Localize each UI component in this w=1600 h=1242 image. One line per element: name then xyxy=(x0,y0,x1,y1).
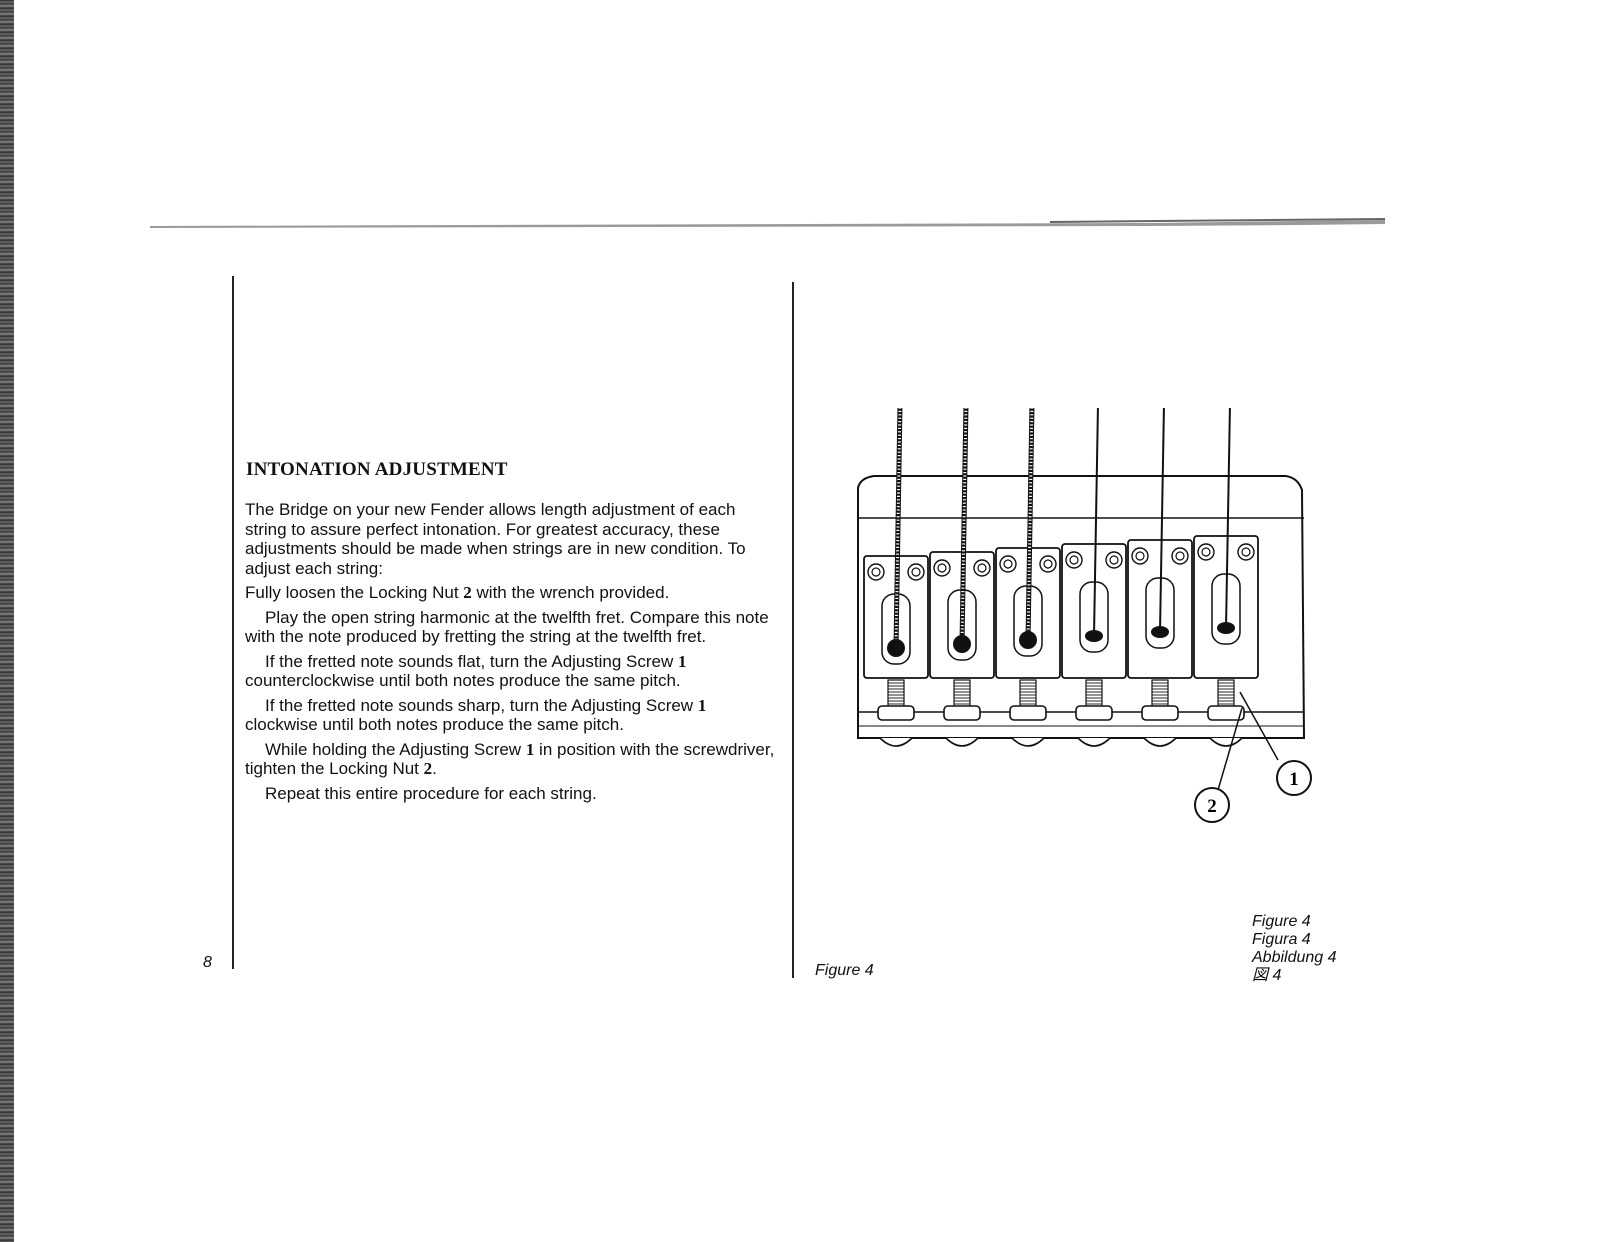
locking-nut xyxy=(1207,705,1245,721)
figure-caption-list: Figure 4 Figura 4 Abbildung 4 図 4 xyxy=(1252,913,1337,985)
callout-2-leader xyxy=(1217,707,1243,791)
paragraph: Play the open string harmonic at the twe… xyxy=(245,608,775,647)
text-run: Repeat this entire procedure for each st… xyxy=(265,783,597,803)
height-screw-icon xyxy=(1197,543,1215,561)
scan-edge xyxy=(0,0,14,1242)
guitar-string xyxy=(1159,403,1165,633)
callout-1-label: 1 xyxy=(1289,769,1299,790)
height-screw-icon xyxy=(1039,555,1057,573)
text-run: Fully loosen the Locking Nut xyxy=(245,583,464,602)
text-run: clockwise until both notes produce the s… xyxy=(245,715,624,734)
locking-nut xyxy=(877,705,915,721)
height-screw-icon xyxy=(1237,543,1255,561)
height-screw-icon xyxy=(973,559,991,577)
height-screw-icon xyxy=(999,555,1017,573)
callout-1-circle xyxy=(1276,760,1312,796)
bridge-plate xyxy=(857,475,1306,739)
string-ball-end-icon xyxy=(1019,631,1037,649)
caption-english: Figure 4 xyxy=(1252,913,1311,930)
text-run: While holding the Adjusting Screw xyxy=(265,739,526,759)
text-run: If the fretted note sounds sharp, turn t… xyxy=(265,695,698,715)
screw-head xyxy=(1077,737,1111,747)
page-number: 8 xyxy=(203,954,212,971)
screw-head xyxy=(1011,737,1045,747)
text-run: If the fretted note sounds flat, turn th… xyxy=(265,651,678,671)
page-fold-line xyxy=(150,218,1385,228)
string-ball-end-icon xyxy=(1217,622,1235,634)
guitar-string xyxy=(1093,403,1099,637)
part-number: 1 xyxy=(697,695,707,715)
height-screw-icon xyxy=(1105,551,1123,569)
text-run: . xyxy=(432,759,437,778)
locking-nut xyxy=(1075,705,1113,721)
text-run: with the wrench provided. xyxy=(471,583,670,602)
height-screw-icon xyxy=(933,559,951,577)
screw-head xyxy=(879,737,913,747)
callout-1-leader xyxy=(1239,691,1279,761)
locking-nut xyxy=(943,705,981,721)
caption-japanese: 図 4 xyxy=(1252,967,1282,984)
string-ball-end-icon xyxy=(1151,626,1169,638)
bridge-diagram: 1 2 xyxy=(857,403,1312,823)
screw-head xyxy=(945,737,979,747)
string-ball-end-icon xyxy=(887,639,905,657)
text-run: counterclockwise until both notes produc… xyxy=(245,671,681,690)
part-number: 2 xyxy=(423,759,433,778)
part-number: 1 xyxy=(677,651,687,671)
part-number: 2 xyxy=(463,583,472,602)
guitar-string xyxy=(893,403,903,649)
locking-nut xyxy=(1141,705,1179,721)
saddle-group xyxy=(863,403,1259,747)
caption-spanish: Figura 4 xyxy=(1252,931,1311,948)
text-run: The Bridge on your new Fender allows len… xyxy=(245,500,746,578)
column-divider-right xyxy=(792,282,794,978)
height-screw-icon xyxy=(1131,547,1149,565)
figure-4: 1 2 xyxy=(846,403,1326,843)
paragraph: If the fretted note sounds flat, turn th… xyxy=(245,652,775,691)
caption-german: Abbildung 4 xyxy=(1252,949,1337,966)
string-ball-end-icon xyxy=(953,635,971,653)
screw-head xyxy=(1209,737,1243,747)
height-screw-icon xyxy=(1065,551,1083,569)
string-ball-end-icon xyxy=(1085,630,1103,642)
height-screw-icon xyxy=(907,563,925,581)
column-divider-left xyxy=(232,276,234,969)
guitar-string xyxy=(1225,403,1231,629)
instructions-text: The Bridge on your new Fender allows len… xyxy=(245,500,775,803)
callout-2-label: 2 xyxy=(1207,796,1217,817)
paragraph: While holding the Adjusting Screw 1 in p… xyxy=(245,740,775,779)
screw-head xyxy=(1143,737,1177,747)
paragraph: Repeat this entire procedure for each st… xyxy=(245,784,775,804)
paragraph: If the fretted note sounds sharp, turn t… xyxy=(245,696,775,735)
figure-caption-left: Figure 4 xyxy=(815,962,874,979)
guitar-string xyxy=(1025,403,1035,641)
text-run: in position with the screwdriver, tighte… xyxy=(245,739,775,779)
paragraph: Fully loosen the Locking Nut 2 with the … xyxy=(245,583,775,603)
height-screw-icon xyxy=(1171,547,1189,565)
locking-nut xyxy=(1009,705,1047,721)
callout-2-circle xyxy=(1194,787,1230,823)
height-screw-icon xyxy=(867,563,885,581)
text-run: Play the open string harmonic at the twe… xyxy=(245,607,769,647)
paragraph: The Bridge on your new Fender allows len… xyxy=(245,500,775,578)
section-heading: INTONATION ADJUSTMENT xyxy=(246,459,508,480)
part-number: 1 xyxy=(525,739,535,759)
